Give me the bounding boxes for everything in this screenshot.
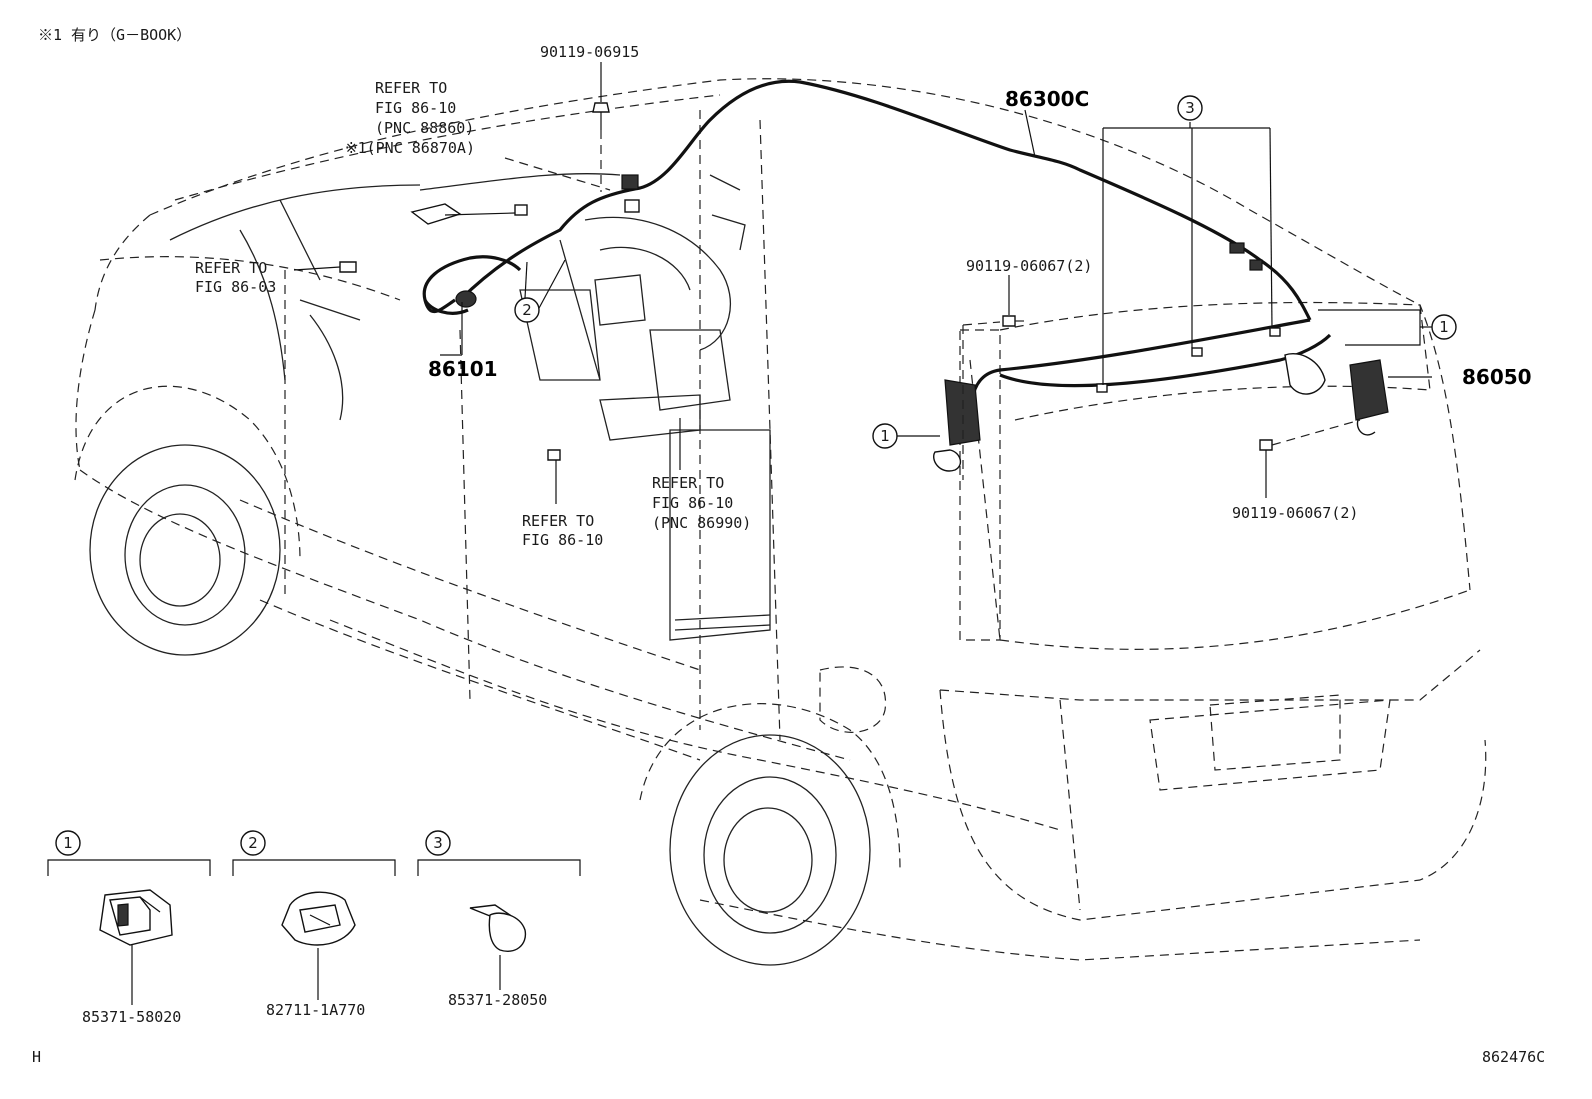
label-refer-fig-86-10-top: REFER TO FIG 86-10 (PNC 88860) ※1(PNC 86… [345, 79, 475, 157]
refer-top-line-1: REFER TO [375, 79, 447, 97]
refer-86990-line-1: REFER TO [652, 474, 724, 492]
circle-ref-1-right: 1 [1431, 314, 1457, 340]
bolt-90119-06067-lower [1259, 419, 1361, 451]
label-86300c: 86300C [1005, 87, 1089, 111]
refer-8603-line-2: FIG 86-03 [195, 278, 276, 296]
detail-clip-1: 1 85371-58020 [47, 830, 211, 1026]
screws-misc [339, 261, 561, 461]
rear-wheel [639, 703, 901, 966]
antenna-86101 [455, 290, 477, 308]
label-90119-06067-upper: 90119-06067(2) [966, 257, 1092, 275]
circle-ref-3-top: 3 [1177, 95, 1203, 121]
bolt-90119-06067-upper [1002, 315, 1025, 327]
circle-ref-1-right-text: 1 [1439, 318, 1449, 336]
screw-90119-06915 [592, 102, 610, 192]
label-90119-06915: 90119-06915 [540, 43, 639, 61]
refer-bottom-line-2: FIG 86-10 [522, 531, 603, 549]
circle-ref-1-left-text: 1 [880, 427, 890, 445]
module-86050-right [1284, 353, 1389, 436]
circle-ref-2-dash-text: 2 [522, 301, 532, 319]
circle-ref-3-top-text: 3 [1185, 99, 1195, 117]
circle-ref-1-left: 1 [872, 423, 898, 449]
label-86050: 86050 [1462, 365, 1532, 389]
label-90119-06067-lower: 90119-06067(2) [1232, 504, 1358, 522]
detail-3-ref: 3 [433, 834, 443, 852]
detail-3-part-no: 85371-28050 [448, 991, 547, 1009]
circle-ref-2-dash: 2 [514, 297, 540, 323]
harness-86300c [422, 79, 1332, 401]
refer-top-line-3: (PNC 88860) [375, 119, 474, 137]
interior-dashboard [169, 173, 771, 641]
leader-lines [293, 62, 1432, 504]
figure-code: 862476C [1482, 1048, 1545, 1066]
dash-module [410, 203, 528, 225]
label-refer-pnc-86990: REFER TO FIG 86-10 (PNC 86990) [652, 474, 751, 532]
refer-8603-line-1: REFER TO [195, 259, 267, 277]
refer-86990-line-2: FIG 86-10 [652, 494, 733, 512]
refer-top-line-2: FIG 86-10 [375, 99, 456, 117]
vehicle-outline [75, 78, 1487, 961]
label-refer-fig-86-03: REFER TO FIG 86-03 [195, 259, 276, 296]
footer-left-code: H [32, 1048, 41, 1066]
refer-86990-line-3: (PNC 86990) [652, 514, 751, 532]
label-refer-fig-86-10-bottom: REFER TO FIG 86-10 [522, 512, 603, 549]
label-86101: 86101 [428, 357, 498, 381]
front-wheel [74, 385, 301, 656]
module-86050-left [933, 321, 1001, 480]
refer-top-line-4: ※1(PNC 86870A) [345, 139, 475, 157]
harness-connectors [621, 174, 1281, 393]
detail-clip-3: 3 85371-28050 [417, 830, 581, 1009]
refer-bottom-line-1: REFER TO [522, 512, 594, 530]
detail-1-part-no: 85371-58020 [82, 1008, 181, 1026]
detail-1-ref: 1 [63, 834, 73, 852]
detail-2-part-no: 82711-1A770 [266, 1001, 365, 1019]
detail-2-ref: 2 [248, 834, 258, 852]
header-note: ※1 有り（G－BOOK） [38, 26, 191, 44]
detail-clip-2: 2 82711-1A770 [232, 830, 396, 1019]
